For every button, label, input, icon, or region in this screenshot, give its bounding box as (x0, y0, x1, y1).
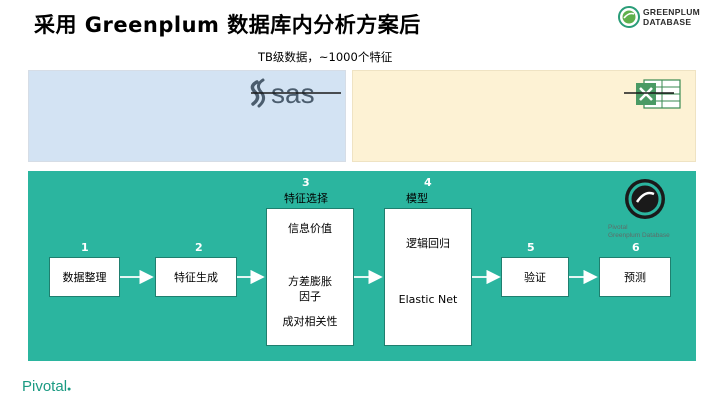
pivotal-greenplum-caption: Pivotal Greenplum Database (608, 224, 670, 240)
step-1-label: 数据整理 (62, 271, 107, 284)
pivotal-greenplum-emblem-icon (625, 179, 665, 219)
step-3-box: 信息价值 方差膨胀 因子 成对相关性 (266, 208, 354, 346)
step-4-box: 逻辑回归 Elastic Net (384, 208, 472, 346)
slide-subtitle: TB级数据，~1000个特征 (258, 50, 393, 64)
greenplum-logo-line1: GREENPLUM (643, 7, 701, 17)
pivotal-footer-text: Pivotal (22, 378, 68, 395)
step-6-box: 预测 (599, 257, 671, 297)
step-1-number: 1 (81, 241, 89, 254)
step-5-label: 验证 (524, 271, 546, 284)
step-3-item-2: 方差膨胀 (288, 275, 332, 288)
step-4-item-2: Elastic Net (398, 293, 458, 306)
step-3-item-4: 成对相关性 (282, 315, 338, 328)
pivotal-footer-logo: Pivotal● (22, 378, 71, 395)
step-3-item-3: 因子 (299, 290, 321, 303)
step-5-box: 验证 (501, 257, 569, 297)
step-6-number: 6 (632, 241, 640, 254)
step-6-label: 预测 (624, 271, 646, 284)
step-2-number: 2 (195, 241, 203, 254)
pivotal-greenplum-caption-line1: Pivotal (608, 224, 628, 231)
step-2-box: 特征生成 (155, 257, 237, 297)
sas-swirl-icon: sas (250, 78, 341, 109)
step-3-number: 3 (302, 176, 310, 189)
excel-icon (624, 79, 681, 109)
pivotal-greenplum-caption-line2: Greenplum Database (608, 232, 670, 239)
process-panel (28, 171, 696, 361)
step-4-number: 4 (424, 176, 432, 189)
step-4-item-1: 逻辑回归 (406, 237, 450, 250)
sas-panel (28, 70, 346, 162)
greenplum-emblem-icon (618, 6, 640, 28)
excel-logo (622, 76, 684, 112)
step-4-header: 模型 (406, 192, 428, 205)
step-5-number: 5 (527, 241, 535, 254)
step-3-item-1: 信息价值 (288, 222, 332, 235)
greenplum-logo-line2: DATABASE (643, 17, 692, 27)
greenplum-logo: GREENPLUM DATABASE (618, 5, 710, 31)
sas-logo: sas (249, 76, 345, 110)
step-2-label: 特征生成 (174, 271, 218, 284)
step-3-header: 特征选择 (284, 192, 328, 205)
step-1-box: 数据整理 (49, 257, 120, 297)
slide-title: 采用 Greenplum 数据库内分析方案后 (34, 13, 421, 37)
pivotal-dot-icon: ● (67, 386, 72, 393)
